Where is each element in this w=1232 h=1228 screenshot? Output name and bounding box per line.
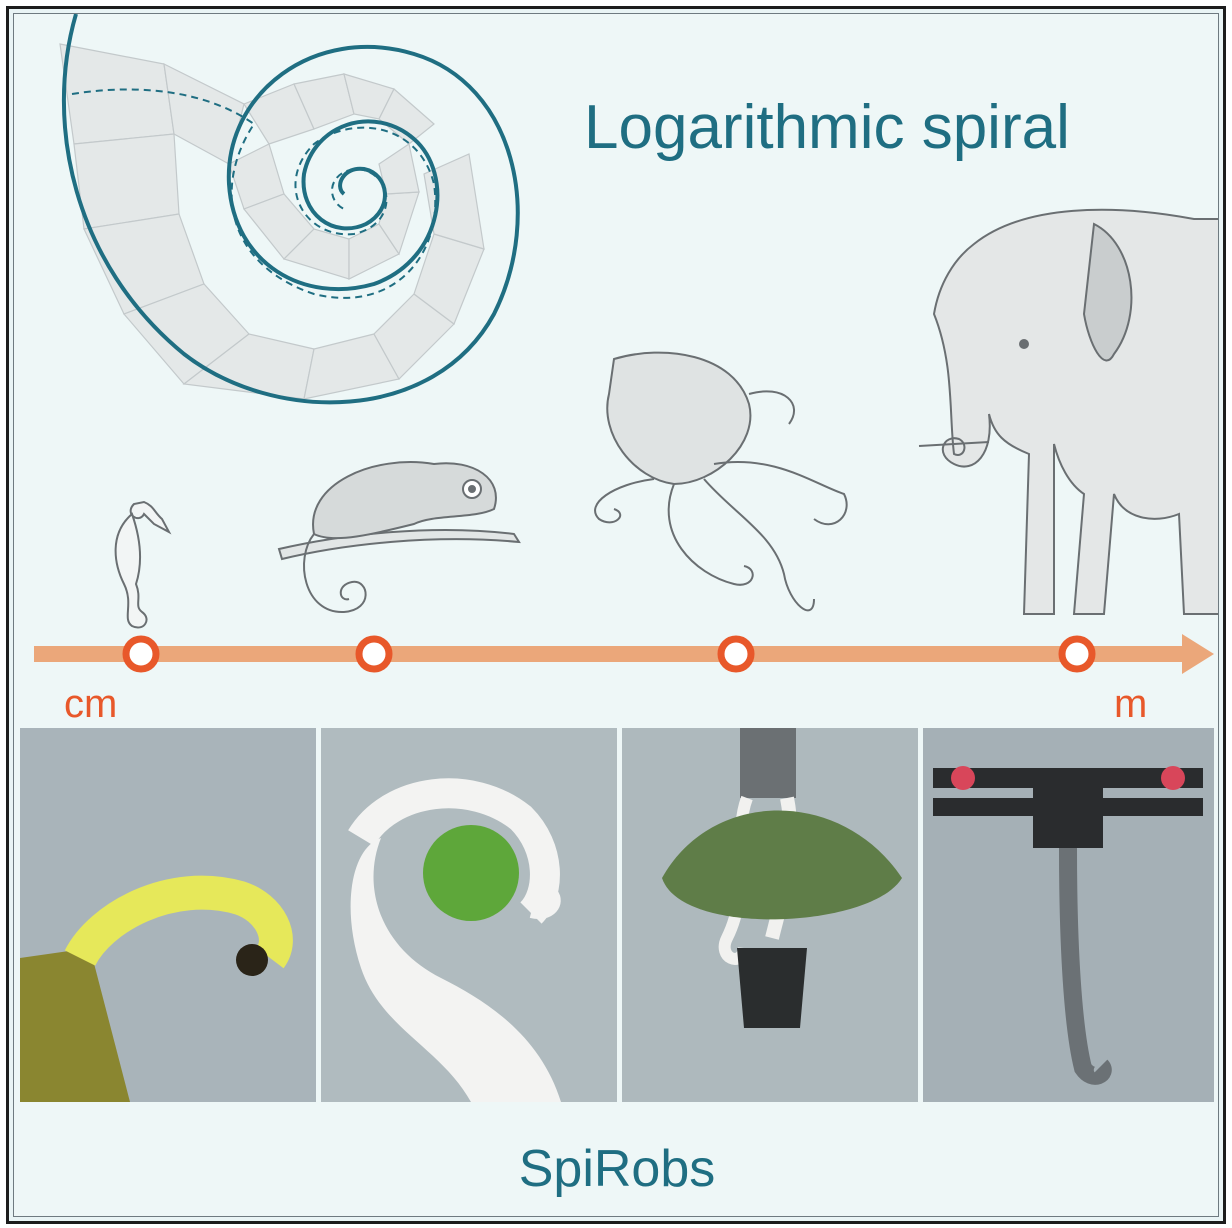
- figure-frame: Logarithmic spiral: [6, 6, 1226, 1224]
- scale-arrow-head: [1182, 634, 1214, 674]
- size-scale: [34, 634, 1214, 674]
- scale-marker-seahorse: [122, 635, 160, 673]
- scale-start-label: cm: [64, 682, 118, 726]
- seahorse-illustration: [114, 500, 172, 629]
- scale-marker-elephant: [1058, 635, 1096, 673]
- elephant-illustration: [918, 208, 1218, 615]
- spiral-curve: [61, 14, 520, 405]
- footer-title: SpiRobs: [518, 1140, 716, 1198]
- chameleon-illustration: [277, 461, 521, 614]
- logarithmic-spiral-diagram: [59, 14, 520, 405]
- diagram-title: Logarithmic spiral: [584, 93, 1070, 162]
- photo-drone-robot: [923, 728, 1214, 1102]
- scale-arrow-shaft: [34, 646, 1186, 662]
- scale-marker-chameleon: [355, 635, 393, 673]
- photo-plant-pot: [622, 728, 918, 1102]
- spiral-segments: [59, 43, 485, 400]
- photo-apple-grasp: [321, 728, 617, 1102]
- scale-marker-octopus: [717, 635, 755, 673]
- octopus-illustration: [594, 351, 848, 612]
- photo-insect-grasp: [20, 728, 316, 1102]
- scale-end-label: m: [1114, 682, 1148, 726]
- figure-canvas: Logarithmic spiral: [13, 13, 1219, 1217]
- animal-illustrations: [114, 208, 1218, 629]
